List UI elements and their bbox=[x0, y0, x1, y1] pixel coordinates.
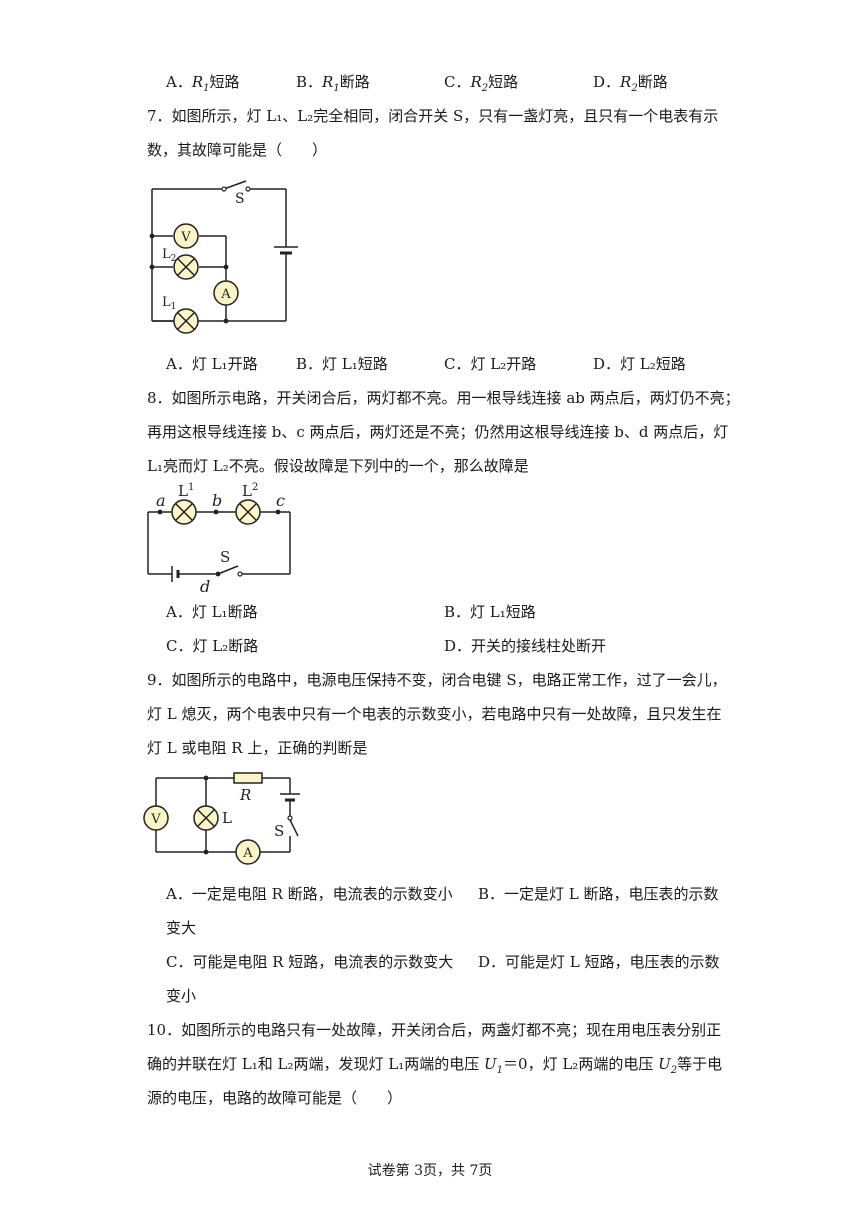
q10-text-segment: 等于电 bbox=[677, 1055, 723, 1073]
lamp-l1-label: L1 bbox=[178, 482, 194, 500]
switch-icon bbox=[287, 815, 299, 837]
battery-icon bbox=[171, 566, 184, 582]
q9-option-b[interactable]: B．一定是灯 L 断路，电压表的示数 bbox=[478, 885, 719, 903]
point-a-label: a bbox=[156, 491, 166, 510]
q9-stem-line-2: 灯 L 熄灭，两个电表中只有一个电表的示数变小，若电路中只有一处故障，且只发生在 bbox=[147, 705, 722, 723]
lamp-icon bbox=[235, 499, 261, 525]
q9-option-b-continued: 变大 bbox=[166, 919, 197, 937]
option-text: 短路 bbox=[209, 73, 240, 91]
option-symbol: R bbox=[322, 73, 334, 91]
u1-subscript: 1 bbox=[496, 1065, 504, 1076]
q7-stem-line-2: 数，其故障可能是（ ） bbox=[147, 141, 328, 159]
q10-text-segment: ＝0，灯 L₂两端的电压 bbox=[503, 1055, 659, 1073]
ammeter-label: A bbox=[242, 846, 253, 861]
q8-stem-line-1: 8．如图所示电路，开关闭合后，两灯都不亮。用一根导线连接 ab 两点后，两灯仍不… bbox=[147, 389, 740, 407]
battery-icon bbox=[274, 246, 298, 261]
option-text: 短路 bbox=[488, 73, 519, 91]
option-text: 断路 bbox=[637, 73, 668, 91]
q8-circuit-diagram: a b c d L1 L2 S bbox=[147, 482, 291, 596]
option-subscript: 2 bbox=[631, 83, 638, 94]
q9-option-d-continued: 变小 bbox=[166, 987, 197, 1005]
option-subscript: 1 bbox=[203, 83, 210, 94]
lamp-l2-label: L2 bbox=[162, 247, 176, 264]
q9-stem-line-3: 灯 L 或电阻 R 上，正确的判断是 bbox=[147, 739, 368, 757]
q10-text-segment: 确的并联在灯 L₁和 L₂两端，发现灯 L₁两端的电压 bbox=[147, 1055, 484, 1073]
lamp-icon bbox=[173, 254, 199, 280]
q6-option-d[interactable]: D．R2断路 bbox=[593, 72, 668, 99]
q10-stem-line-1: 10．如图所示的电路只有一处故障，开关闭合后，两盏灯都不亮；现在用电压表分别正 bbox=[147, 1021, 722, 1039]
q7-option-b[interactable]: B．灯 L₁短路 bbox=[296, 355, 388, 373]
switch-label: S bbox=[220, 548, 230, 566]
q7-option-d[interactable]: D．灯 L₂短路 bbox=[593, 355, 686, 373]
q7-option-c[interactable]: C．灯 L₂开路 bbox=[444, 355, 537, 373]
ammeter-icon: A bbox=[235, 839, 261, 865]
lamp-icon bbox=[171, 499, 197, 525]
q8-option-c[interactable]: C．灯 L₂断路 bbox=[166, 637, 259, 655]
lamp-l1-label: L1 bbox=[162, 295, 176, 312]
ammeter-label: A bbox=[220, 287, 231, 302]
q6-option-c[interactable]: C．R2短路 bbox=[444, 72, 518, 99]
q8-stem-line-3: L₁亮而灯 L₂不亮。假设故障是下列中的一个，那么故障是 bbox=[147, 457, 529, 475]
option-letter: D． bbox=[593, 73, 621, 91]
option-letter: A． bbox=[166, 73, 192, 91]
point-c-label: c bbox=[276, 491, 285, 510]
voltmeter-label: V bbox=[150, 812, 161, 827]
option-subscript: 1 bbox=[333, 83, 340, 94]
page-footer: 试卷第 3页，共 7页 bbox=[367, 1163, 493, 1179]
option-symbol: R bbox=[191, 73, 204, 91]
q9-circuit-diagram: R S V L A bbox=[143, 772, 300, 865]
switch-label: S bbox=[235, 191, 245, 207]
lamp-icon bbox=[173, 308, 199, 334]
lamp-label: L bbox=[222, 809, 232, 827]
ammeter-icon: A bbox=[213, 280, 239, 306]
q6-option-b[interactable]: B．R1断路 bbox=[296, 72, 370, 99]
option-text: 断路 bbox=[339, 73, 370, 91]
q8-option-d[interactable]: D．开关的接线柱处断开 bbox=[444, 637, 607, 655]
switch-icon bbox=[221, 180, 251, 192]
lamp-icon bbox=[193, 805, 219, 831]
q7-option-a[interactable]: A．灯 L₁开路 bbox=[166, 355, 258, 373]
resistor-label: R bbox=[239, 786, 251, 804]
switch-label: S bbox=[274, 822, 284, 840]
point-d-label: d bbox=[200, 577, 210, 596]
q7-stem-line-1: 7．如图所示，灯 L₁、L₂完全相同，闭合开关 S，只有一盏灯亮，且只有一个电表… bbox=[147, 107, 719, 125]
voltmeter-icon: V bbox=[173, 223, 199, 249]
lamp-l2-label: L2 bbox=[242, 482, 258, 500]
q10-stem-line-3: 源的电压，电路的故障可能是（ ） bbox=[147, 1089, 403, 1107]
battery-icon bbox=[280, 793, 300, 804]
option-symbol: R bbox=[620, 73, 632, 91]
q9-option-c[interactable]: C．可能是电阻 R 短路，电流表的示数变大 bbox=[166, 953, 454, 971]
u2-symbol: U bbox=[658, 1055, 671, 1073]
voltmeter-icon: V bbox=[143, 805, 169, 831]
voltmeter-label: V bbox=[180, 230, 191, 245]
q9-option-d[interactable]: D．可能是灯 L 短路，电压表的示数 bbox=[478, 953, 720, 971]
q8-stem-line-2: 再用这根导线连接 b、c 两点后，两灯还是不亮；仍然用这根导线连接 b、d 两点… bbox=[147, 423, 729, 441]
q9-stem-line-1: 9．如图所示的电路中，电源电压保持不变，闭合电键 S，电路正常工作，过了一会儿， bbox=[147, 671, 727, 689]
q8-option-a[interactable]: A．灯 L₁断路 bbox=[166, 603, 258, 621]
option-letter: B． bbox=[296, 73, 323, 91]
option-letter: C． bbox=[444, 73, 471, 91]
resistor-icon bbox=[233, 772, 263, 784]
option-subscript: 2 bbox=[481, 83, 489, 94]
q8-option-b[interactable]: B．灯 L₁短路 bbox=[444, 603, 536, 621]
u2-subscript: 2 bbox=[670, 1065, 678, 1076]
point-b-label: b bbox=[212, 491, 222, 510]
q6-option-a[interactable]: A．R1短路 bbox=[166, 72, 240, 99]
q9-option-a[interactable]: A．一定是电阻 R 断路，电流表的示数变小 bbox=[166, 885, 453, 903]
option-symbol: R bbox=[470, 73, 482, 91]
u1-symbol: U bbox=[484, 1055, 497, 1073]
switch-icon bbox=[217, 565, 243, 577]
q10-stem-line-2: 确的并联在灯 L₁和 L₂两端，发现灯 L₁两端的电压 U1＝0，灯 L₂两端的… bbox=[147, 1054, 722, 1081]
q7-circuit-diagram: S V L2 A L1 bbox=[149, 180, 298, 334]
